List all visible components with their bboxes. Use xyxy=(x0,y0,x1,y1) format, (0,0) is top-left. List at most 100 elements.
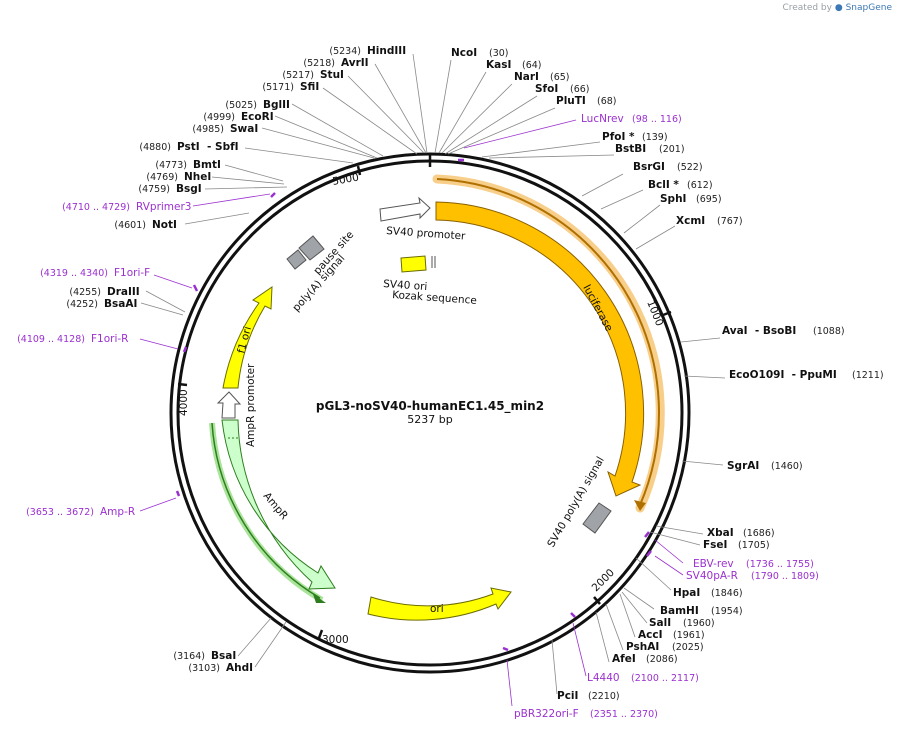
enzyme-bsgi-pos: (4759) xyxy=(138,184,170,195)
enzyme-nhei-pos: (4769) xyxy=(146,172,178,183)
enzyme-bsrgi: BsrGI xyxy=(633,161,665,173)
enzyme-swai-pos: (4985) xyxy=(192,124,224,135)
primer-rvprimer3-range: (4710 .. 4729) xyxy=(62,202,130,213)
credit-brand: SnapGene xyxy=(845,3,892,13)
tick-label-2000: 2000 xyxy=(590,567,617,594)
enzyme-afei-pos: (2086) xyxy=(646,654,678,665)
tick-4000 xyxy=(177,382,188,387)
enzyme-avai-bsobi: AvaI - BsoBI xyxy=(722,325,796,337)
ori-feature xyxy=(367,587,512,621)
enzyme-ecori-pos: (4999) xyxy=(203,112,235,123)
enzyme-pshai: PshAI xyxy=(626,641,659,653)
enzyme-pcii: PciI xyxy=(557,690,578,702)
primer-ebv-rev: EBV-rev xyxy=(693,558,734,570)
primer-pbr322ori-f: pBR322ori-F xyxy=(514,708,579,720)
credit-prefix: Created by xyxy=(782,3,832,13)
enzyme-sfii-pos: (5171) xyxy=(262,82,294,93)
primer-mark-amp-r xyxy=(175,490,181,497)
enzyme-sfoi-pos: (66) xyxy=(570,84,590,95)
luciferase-highlight-head xyxy=(634,500,646,511)
enzyme-acci: AccI xyxy=(638,629,662,641)
enzyme-ncoi: NcoI xyxy=(451,47,477,59)
enzyme-kasi-pos: (64) xyxy=(522,60,542,71)
enzyme-noti-pos: (4601) xyxy=(114,220,146,231)
enzyme-pluti: PluTI xyxy=(556,95,586,107)
primer-mark-f1ori-r xyxy=(182,346,188,353)
primer-mark-sv40pa-r xyxy=(646,550,652,557)
enzyme-bsai: BsaI xyxy=(211,650,236,662)
enzyme-ecoo109i-ppumi: EcoO109I - PpuMI xyxy=(729,369,837,381)
enzyme-hpai: HpaI xyxy=(673,587,700,599)
primer-mark-ebv-rev xyxy=(644,531,650,538)
enzyme-ecoo109i-ppumi-pos: (1211) xyxy=(852,370,884,381)
enzyme-bcli-pos: (612) xyxy=(687,180,713,191)
enzyme-labels-left: HindIII (5234) AvrII (5218) StuI (5217) … xyxy=(66,45,406,674)
enzyme-bsgi: BsgI xyxy=(176,183,202,195)
enzyme-avrii: AvrII xyxy=(341,57,369,69)
tick-1000 xyxy=(662,310,672,317)
enzyme-pluti-pos: (68) xyxy=(597,96,617,107)
enzyme-xbai: XbaI xyxy=(707,527,734,539)
enzyme-avai-bsobi-pos: (1088) xyxy=(813,326,845,337)
enzyme-sgrai-pos: (1460) xyxy=(771,461,803,472)
primer-labels: LucNrev (98 .. 116) EBV-rev (1736 .. 175… xyxy=(17,113,819,720)
enzyme-bstbi-pos: (201) xyxy=(659,144,685,155)
enzyme-ahdi-pos: (3103) xyxy=(188,663,220,674)
enzyme-pfoi-pos: (139) xyxy=(642,132,668,143)
tick-2000 xyxy=(593,596,601,605)
pause-site-box xyxy=(298,235,325,261)
enzyme-kasi: KasI xyxy=(486,59,511,71)
snapgene-logo-icon: ● xyxy=(834,3,843,13)
f1-ori-feature xyxy=(222,286,273,389)
sv40-ori-label: SV40 ori xyxy=(383,278,428,293)
enzyme-bsaai-pos: (4252) xyxy=(66,299,98,310)
ampr-feature xyxy=(221,419,336,590)
enzyme-nhei: NheI xyxy=(184,171,211,183)
enzyme-avrii-pos: (5218) xyxy=(303,58,335,69)
primer-pbr322ori-f-range: (2351 .. 2370) xyxy=(590,709,658,720)
enzyme-bcli: BclI * xyxy=(648,179,679,191)
primer-lucnrev-range: (98 .. 116) xyxy=(632,114,682,125)
primer-lucnrev: LucNrev xyxy=(581,113,624,125)
enzyme-bmti: BmtI xyxy=(193,159,221,171)
primer-f1ori-f: F1ori-F xyxy=(114,267,150,279)
primer-ebv-rev-range: (1736 .. 1755) xyxy=(746,559,814,570)
tick-label-5000: 5000 xyxy=(331,171,359,187)
enzyme-bsaai: BsaAI xyxy=(104,298,137,310)
enzyme-fsei-pos: (1705) xyxy=(738,540,770,551)
primer-rvprimer3: RVprimer3 xyxy=(136,201,192,213)
enzyme-pcii-pos: (2210) xyxy=(588,691,620,702)
enzyme-sfoi: SfoI xyxy=(535,83,558,95)
enzyme-bamhi-pos: (1954) xyxy=(711,606,743,617)
primer-l4440-range: (2100 .. 2117) xyxy=(631,673,699,684)
primer-l4440: L4440 xyxy=(587,672,620,684)
enzyme-sali: SalI xyxy=(649,617,671,629)
sv40-ori-feature xyxy=(400,255,427,273)
tick-3000 xyxy=(317,629,324,639)
enzyme-bglii-pos: (5025) xyxy=(225,100,257,111)
polya-signal-box xyxy=(286,249,307,270)
enzyme-leader-lines xyxy=(140,53,726,695)
primer-marks xyxy=(175,158,652,652)
enzyme-swai: SwaI xyxy=(230,123,258,135)
enzyme-sfii: SfiI xyxy=(300,81,319,93)
primer-amp-r-range: (3653 .. 3672) xyxy=(26,507,94,518)
tick-label-4000: 4000 xyxy=(178,389,190,416)
enzyme-psti-sbfi-pos: (4880) xyxy=(139,142,171,153)
f1-ori-label: f1 ori xyxy=(235,325,254,355)
ampr-highlight-inner xyxy=(211,422,321,599)
enzyme-xcmi-pos: (767) xyxy=(717,216,743,227)
primer-mark-l4440 xyxy=(570,612,576,618)
enzyme-bstbi: BstBI xyxy=(615,143,646,155)
enzyme-sphi: SphI xyxy=(660,193,686,205)
primer-mark-pbr322ori-f xyxy=(502,646,509,652)
primer-amp-r: Amp-R xyxy=(100,506,135,518)
primer-mark-f1ori-f xyxy=(192,284,199,292)
enzyme-ncoi-pos: (30) xyxy=(489,48,509,59)
enzyme-fsei: FseI xyxy=(703,539,727,551)
primer-mark-rvprimer3 xyxy=(270,192,276,198)
enzyme-xcmi: XcmI xyxy=(676,215,705,227)
enzyme-sphi-pos: (695) xyxy=(696,194,722,205)
enzyme-hindiii-pos: (5234) xyxy=(329,46,361,57)
ori-label: ori xyxy=(430,603,444,615)
